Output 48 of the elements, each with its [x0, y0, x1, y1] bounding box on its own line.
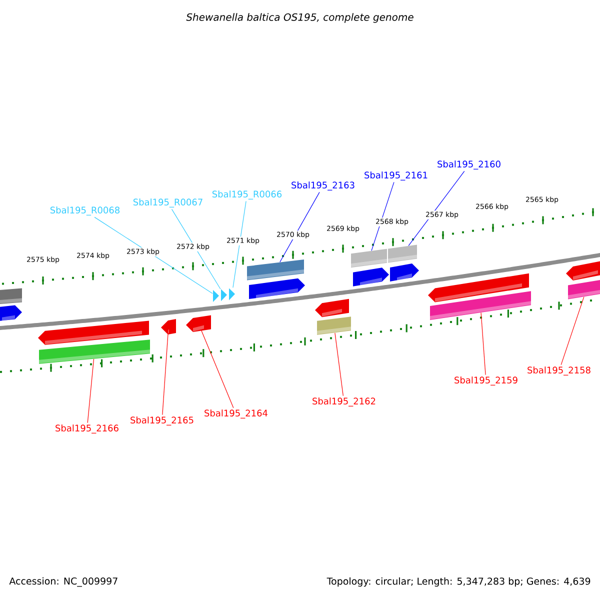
- rna-triangle: [221, 289, 227, 302]
- gene-block: [38, 320, 149, 345]
- gene-bar: [0, 288, 22, 304]
- gene-bar: [247, 260, 304, 280]
- gene-bar: [568, 279, 600, 300]
- accession-text: Accession: NC_009997: [9, 577, 118, 587]
- gene-label: Sbal195_2161: [364, 172, 428, 180]
- leader-line: [334, 332, 344, 396]
- gene-bar: [430, 291, 531, 320]
- gene-block: [0, 305, 22, 322]
- gene-block: [353, 268, 389, 286]
- gene-label: Sbal195_2163: [292, 182, 354, 190]
- gene-bar: [39, 340, 150, 364]
- rna-triangle: [229, 288, 235, 300]
- leader-line: [87, 358, 94, 424]
- gene-label: Sbal195_R0068: [50, 206, 120, 216]
- gene-label: Sbal195_2162: [312, 398, 376, 406]
- gene-bar: [351, 248, 387, 268]
- leader-line: [480, 312, 486, 376]
- leader-line: [232, 200, 246, 288]
- gene-block: [390, 264, 419, 282]
- gene-label: Sbal195_2158: [528, 366, 590, 376]
- gene-block: [566, 260, 600, 281]
- gene-label: Sbal195_2166: [56, 424, 118, 434]
- leader-line: [162, 334, 168, 416]
- gene-label: Sbal195_R0067: [133, 198, 202, 208]
- rna-triangle: [213, 290, 219, 302]
- gene-block: [186, 315, 211, 332]
- gene-label: Sbal195_2165: [130, 416, 194, 426]
- gene-label: Sbal195_R0066: [212, 190, 282, 200]
- genome-summary-text: Topology: circular; Length: 5,347,283 bp; Genes: 4,639: [326, 577, 590, 587]
- gene-block: [428, 273, 529, 302]
- leader-line: [171, 208, 221, 290]
- gene-label: Sbal195_2164: [204, 410, 268, 418]
- leader-line: [371, 182, 394, 251]
- gene-bar: [317, 316, 351, 335]
- leader-line: [201, 330, 234, 408]
- title: Shewanella baltica OS195, complete genome: [186, 13, 414, 23]
- gene-label: Sbal195_2159: [454, 376, 518, 386]
- gene-block: [161, 318, 176, 335]
- gene-label: Sbal195_2160: [438, 160, 500, 170]
- gene-block: [315, 298, 349, 318]
- leader-line: [280, 192, 320, 262]
- gene-bar: [388, 244, 417, 263]
- leader-line: [408, 170, 465, 246]
- leader-line: [94, 216, 213, 294]
- gene-block: [249, 278, 305, 300]
- leader-line: [560, 296, 584, 366]
